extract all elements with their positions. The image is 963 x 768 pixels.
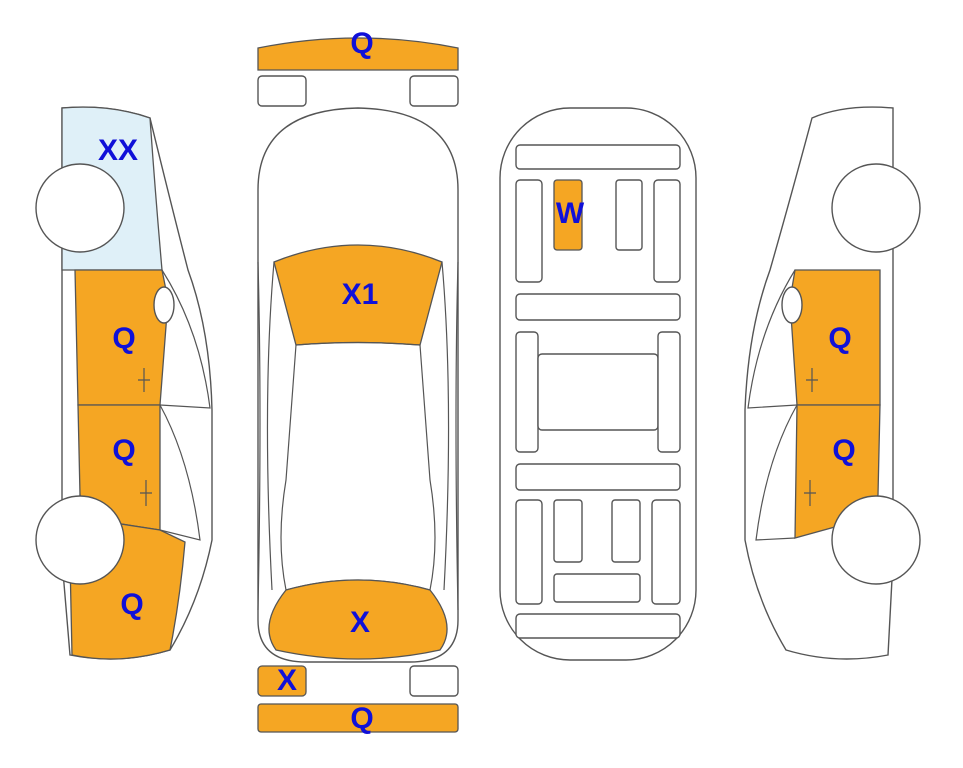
left-rear-door-label: Q	[112, 434, 135, 467]
rear-left-lamp[interactable]	[257, 665, 307, 697]
top-a-pillar-left	[257, 261, 261, 611]
underbody-cross-bar-2	[515, 463, 681, 491]
front-bumper-label: Q	[350, 27, 373, 60]
right-mirror	[781, 286, 803, 324]
left-rear-wheel[interactable]	[35, 495, 125, 585]
underbody-mid-box-front	[615, 179, 643, 251]
left-door-handle-rear	[140, 480, 152, 506]
left-window-line	[159, 269, 211, 409]
underbody-left-rail-front	[515, 179, 543, 283]
rear-bumper-label: Q	[350, 702, 373, 735]
top-hood-label: X1	[342, 278, 379, 311]
right-window-line-rear	[755, 404, 798, 541]
underbody-right-rail-rear	[651, 499, 681, 605]
top-body-outline	[257, 107, 459, 663]
left-door-handle-front	[138, 368, 150, 392]
right-rear-wheel[interactable]	[831, 495, 921, 585]
right-side-view: Q Q	[744, 106, 921, 660]
top-left-side-line	[266, 261, 275, 591]
underbody-rear-box	[553, 573, 641, 603]
left-rear-quarter-label: Q	[120, 588, 143, 621]
underbody-left-rail-mid	[515, 331, 539, 453]
left-windshield-label: XX	[98, 134, 138, 167]
left-window-line-rear	[159, 404, 201, 541]
left-front-wheel[interactable]	[35, 163, 125, 253]
underbody-view: W	[499, 107, 697, 661]
rear-bumper[interactable]	[257, 703, 459, 733]
left-mirror	[153, 286, 175, 324]
left-side-view: XX Q Q Q	[35, 106, 213, 660]
top-a-pillar-right	[455, 261, 459, 611]
right-front-door-label: Q	[828, 322, 851, 355]
underbody-right-rail-mid	[657, 331, 681, 453]
underbody-rear-bar	[515, 613, 681, 639]
front-left-headlamp[interactable]	[257, 75, 307, 107]
underbody-box-rear-left	[553, 499, 583, 563]
top-view: X1 X	[257, 107, 459, 663]
right-front-wheel[interactable]	[831, 163, 921, 253]
left-front-door[interactable]	[74, 269, 169, 406]
top-right-side-line	[441, 261, 450, 591]
rear-left-lamp-label: X	[277, 664, 297, 697]
front-bumper[interactable]	[257, 37, 459, 71]
front-section: Q	[257, 27, 459, 107]
right-door-handle-rear	[804, 480, 816, 506]
left-front-door-label: Q	[112, 322, 135, 355]
top-trunk-label: X	[350, 606, 370, 639]
underbody-box-rear-right	[611, 499, 641, 563]
underbody-center-tunnel	[537, 353, 659, 431]
front-right-headlamp[interactable]	[409, 75, 459, 107]
rear-section: X Q	[257, 664, 459, 735]
floor-panel[interactable]	[553, 179, 583, 251]
top-trunk[interactable]	[268, 579, 448, 660]
underbody-front-bar	[515, 144, 681, 170]
underbody-cross-bar-1	[515, 293, 681, 321]
right-rear-door-label: Q	[832, 434, 855, 467]
floor-panel-label: W	[556, 197, 585, 230]
right-window-line	[747, 269, 798, 409]
underbody-left-rail-rear	[515, 499, 543, 605]
underbody-right-rail-front	[653, 179, 681, 283]
rear-right-lamp[interactable]	[409, 665, 459, 697]
right-door-handle-front	[806, 368, 818, 392]
